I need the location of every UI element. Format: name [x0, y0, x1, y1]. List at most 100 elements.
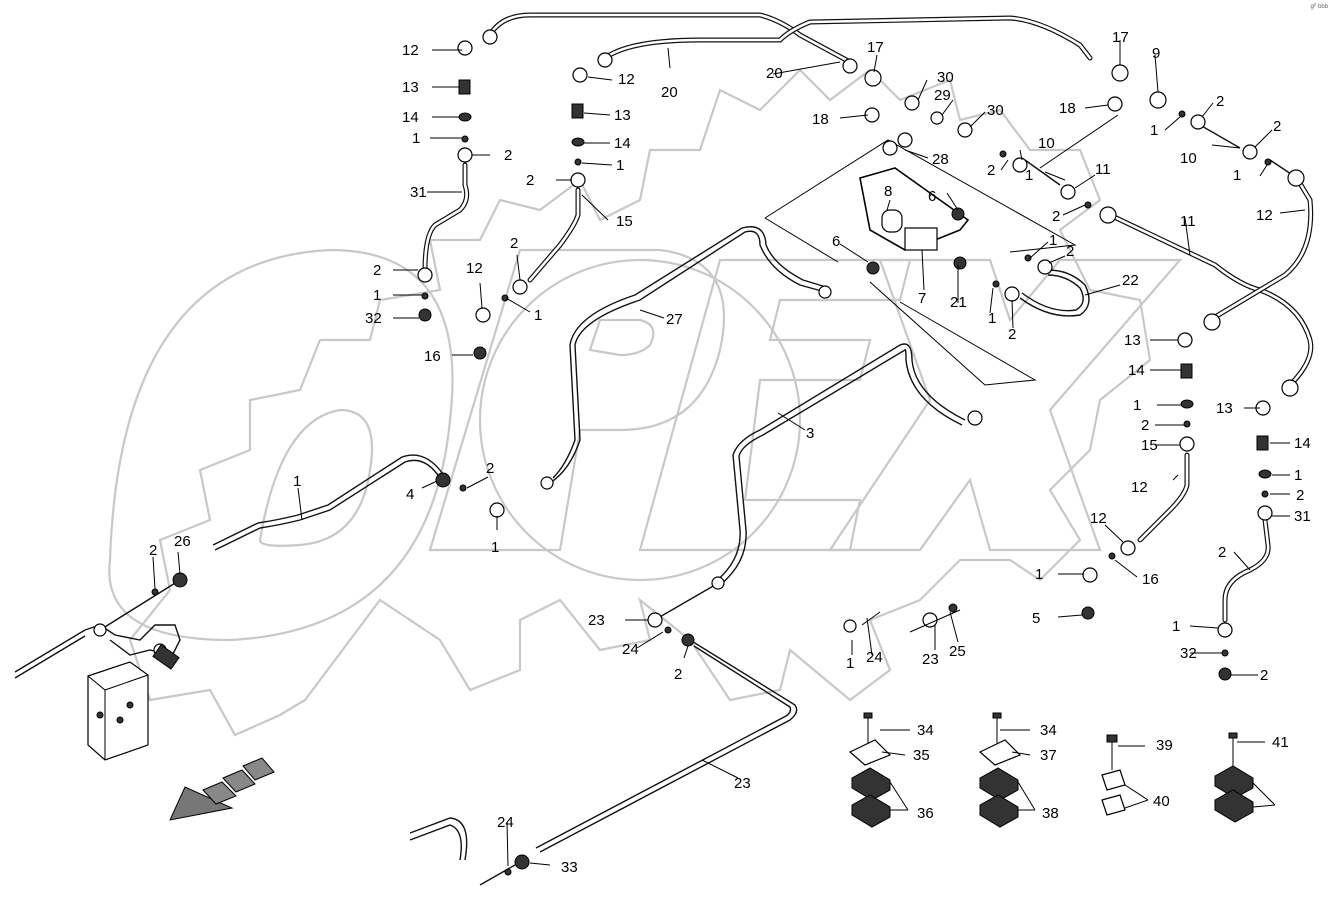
- watermark-letters: [108, 248, 1183, 642]
- callout: 17: [867, 39, 884, 56]
- callout: 13: [1216, 400, 1233, 417]
- callout: 1: [1035, 566, 1043, 583]
- callout: 23: [922, 651, 939, 668]
- callout: 30: [937, 69, 954, 86]
- callout: 1: [1133, 397, 1141, 414]
- callout: 1: [1049, 232, 1057, 249]
- callout: 1: [616, 157, 624, 174]
- callout: 1: [534, 307, 542, 324]
- callout: 39: [1156, 737, 1173, 754]
- callout: 2: [373, 262, 381, 279]
- callout: 11: [1095, 161, 1111, 178]
- callout: 2: [149, 542, 157, 559]
- callout: 12: [1131, 479, 1148, 496]
- callout: 1: [1294, 467, 1302, 484]
- callout: 29: [934, 87, 951, 104]
- callout: 9: [1152, 45, 1160, 62]
- callout: 34: [1040, 722, 1057, 739]
- callout: 13: [614, 107, 631, 124]
- callout: 1: [988, 310, 996, 327]
- solenoid-8: [881, 209, 903, 233]
- valve-block-outline: [764, 139, 1077, 386]
- callout: 12: [1256, 207, 1273, 224]
- callout: 2: [1066, 243, 1074, 260]
- callout: 24: [866, 649, 883, 666]
- callout: 2: [526, 172, 534, 189]
- callout: 12: [466, 260, 483, 277]
- callout: 18: [812, 111, 829, 128]
- callout: 11: [1180, 213, 1196, 230]
- callout: 1: [412, 130, 420, 147]
- callout: 1: [491, 539, 499, 556]
- callout: 8: [884, 183, 892, 200]
- callout: 12: [402, 42, 419, 59]
- clamp-kit-40-41: [1214, 732, 1254, 823]
- callout: 2: [1141, 417, 1149, 434]
- callout: 14: [1294, 435, 1311, 452]
- callout: 40: [1153, 793, 1170, 810]
- callout: 36: [917, 805, 934, 822]
- callout: 13: [402, 79, 419, 96]
- callout: 18: [1059, 100, 1076, 117]
- callout: 12: [1090, 510, 1107, 527]
- callout: 32: [1180, 645, 1197, 662]
- callout: 2: [1052, 208, 1060, 225]
- callout: 31: [1294, 508, 1311, 525]
- callout: 15: [616, 213, 633, 230]
- callout: 22: [1122, 272, 1139, 289]
- corner-tag: gᴾ bbb: [1310, 4, 1328, 10]
- fittings: [151, 29, 1305, 876]
- callout: 2: [1218, 544, 1226, 561]
- callout: 4: [406, 486, 414, 503]
- callout: 13: [1124, 332, 1141, 349]
- callout: 1: [846, 655, 854, 672]
- callout: 1: [1150, 122, 1158, 139]
- callout: 20: [661, 84, 678, 101]
- clamp-kits: [848, 712, 1254, 828]
- callout: 27: [666, 311, 683, 328]
- clamp-kit-36-37: [978, 712, 1022, 828]
- clamp-kit-38-39: [1101, 734, 1126, 816]
- callout: 2: [504, 147, 512, 164]
- callout: 14: [614, 135, 631, 152]
- callout: 2: [486, 460, 494, 477]
- callout: 32: [365, 310, 382, 327]
- callout: 24: [622, 641, 639, 658]
- callout: 6: [928, 188, 936, 205]
- callout: 35: [913, 747, 930, 764]
- callout: 6: [832, 233, 840, 250]
- callout: 1: [1233, 167, 1241, 184]
- clamp-kit-33-35: [848, 712, 892, 828]
- callout: 20: [766, 65, 783, 82]
- callout: 12: [618, 71, 635, 88]
- callout: 23: [588, 612, 605, 629]
- callout: 2: [1260, 667, 1268, 684]
- callout: 33: [561, 859, 578, 876]
- callout: 2: [510, 235, 518, 252]
- valve-block-7: [904, 227, 938, 251]
- watermark-gear: [128, 68, 1152, 737]
- callout: 14: [1128, 362, 1145, 379]
- callout: 3: [806, 425, 814, 442]
- callout: 10: [1180, 150, 1197, 167]
- callout: 17: [1112, 29, 1129, 46]
- callout: 2: [1296, 487, 1304, 504]
- callout: 2: [1273, 118, 1281, 135]
- callout: 2: [674, 666, 682, 683]
- callout: 41: [1272, 734, 1289, 751]
- source-valve-block: [84, 623, 181, 761]
- pipes: [14, 12, 1314, 886]
- callout: 21: [950, 294, 967, 311]
- callout: 2: [987, 162, 995, 179]
- callout: 1: [293, 473, 301, 490]
- callout: 2: [1008, 326, 1016, 343]
- callout: 37: [1040, 747, 1057, 764]
- callout: 34: [917, 722, 934, 739]
- callout: 28: [932, 151, 949, 168]
- callout: 25: [949, 643, 966, 660]
- callout: 5: [1032, 610, 1040, 627]
- callout: 24: [497, 814, 514, 831]
- callout: 16: [424, 348, 441, 365]
- direction-arrow: [169, 757, 275, 821]
- leader-lines: [152, 40, 1306, 867]
